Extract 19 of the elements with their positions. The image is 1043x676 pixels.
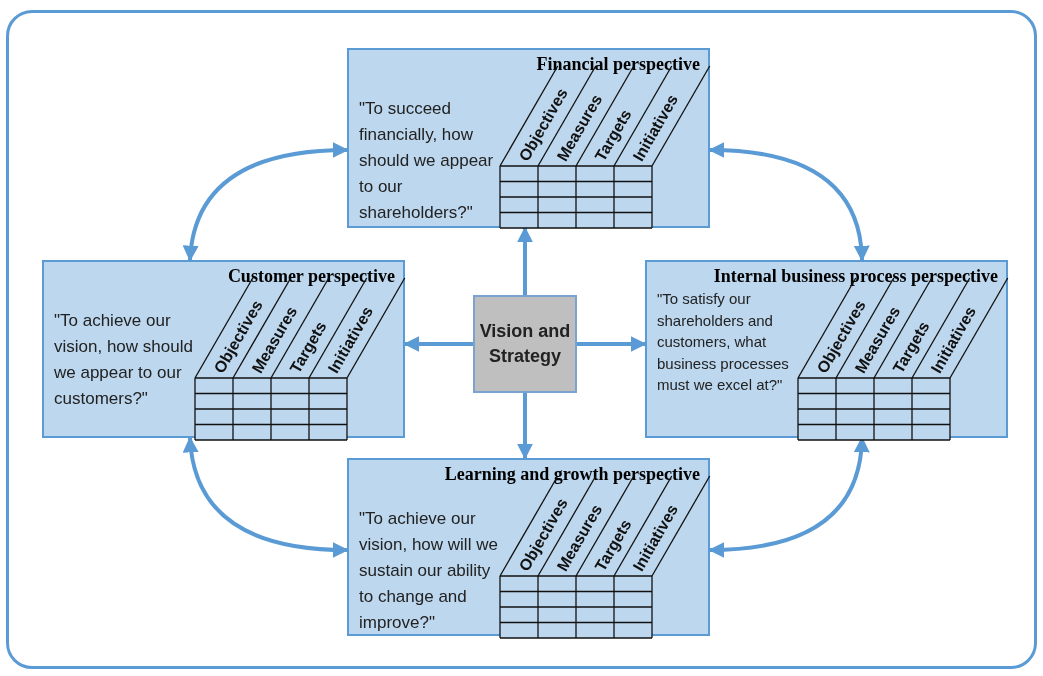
question-text: "To succeed financially, how should we appear to our shareholders?"	[359, 98, 495, 224]
perspective-heading: Financial perspective	[536, 54, 700, 75]
double-headed-arrow	[183, 142, 349, 262]
arrow	[517, 393, 533, 460]
core-label: Vision and Strategy	[478, 320, 572, 368]
perspective-heading: Learning and growth perspective	[444, 464, 700, 485]
perspective-box	[347, 48, 710, 228]
arrow	[517, 226, 533, 295]
core-box	[473, 295, 577, 393]
arrow	[577, 336, 647, 352]
perspective-heading: Internal business process perspective	[713, 266, 998, 287]
question-text: "To satisfy our shareholders and customers, what business processes must we excel at?"	[657, 289, 790, 395]
question-text: "To achieve our vision, how should we appear to our customers?"	[54, 310, 194, 410]
perspective-heading: Customer perspective	[227, 266, 395, 287]
perspective-box	[645, 260, 1008, 438]
double-headed-arrow	[183, 436, 349, 558]
question-text: "To achieve our vision, how will we sustain our ability to change and improve?"	[359, 508, 499, 634]
perspective-box	[42, 260, 405, 438]
perspective-box	[347, 458, 710, 636]
